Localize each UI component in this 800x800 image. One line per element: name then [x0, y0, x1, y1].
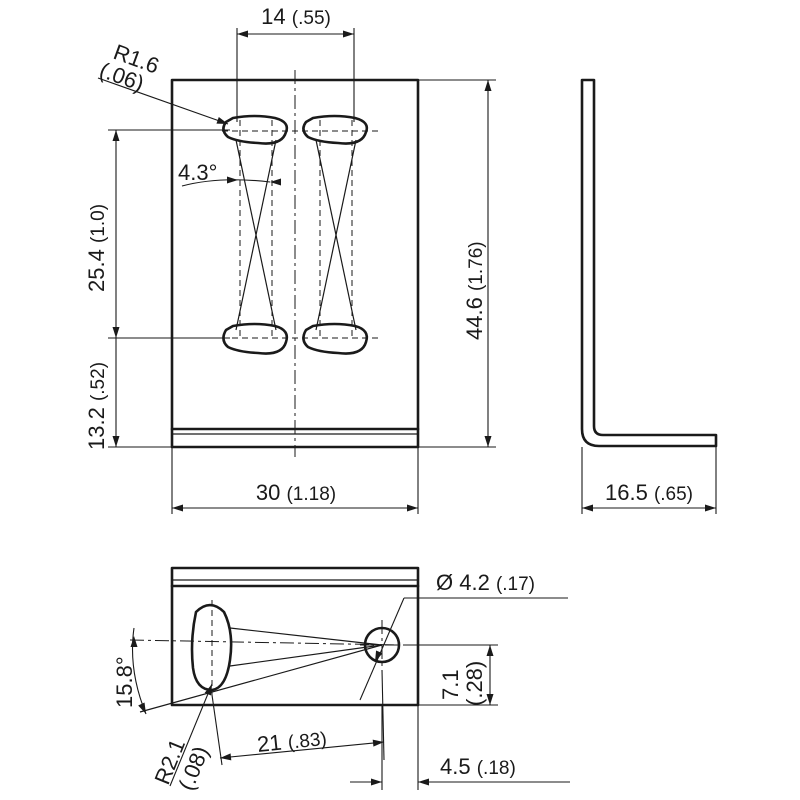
dim-height: 44.6 (1.76) — [418, 79, 496, 448]
slot-spacing-mm: 14 — [261, 4, 285, 29]
dim-hole-spacing: 25.4 (1.0) — [84, 129, 230, 339]
svg-text:(.28): (.28) — [462, 661, 487, 706]
side-view: 16.5 (.65) — [580, 78, 718, 514]
dim-bottom-slot-radius: R2.1 (.08) — [149, 682, 216, 794]
dim-width: 30 (1.18) — [171, 447, 419, 514]
side-profile-outline — [580, 78, 718, 448]
bottom-view: Ø 4.2 (.17) 7.1 (.28) 15.8° R2.1 (.08) — [112, 566, 570, 794]
svg-text:14 (.55): 14 (.55) — [261, 4, 331, 29]
front-view: 14 (.55) R1.6 (.06) 4.3° 25.4 (1.0) — [84, 4, 496, 514]
dim-slot-spacing: 14 (.55) — [236, 4, 355, 122]
svg-text:7.1: 7.1 — [438, 669, 463, 700]
dim-leg-length: 16.5 (.65) — [581, 447, 717, 514]
svg-text:25.4 (1.0): 25.4 (1.0) — [84, 204, 109, 292]
hole-offset-mm: 7.1 — [438, 669, 463, 700]
slot-top-left — [222, 114, 289, 145]
bottom-construction-lines — [129, 600, 404, 713]
svg-text:Ø 4.2 (.17): Ø 4.2 (.17) — [436, 570, 535, 595]
slot-top-right — [302, 114, 369, 145]
bottom-offset-mm: 13.2 — [84, 407, 109, 450]
leg-length-in: (.65) — [654, 484, 693, 505]
dim-hole-to-edge: 4.5 (.18) — [350, 705, 570, 790]
leg-length-mm: 16.5 — [605, 480, 648, 505]
svg-text:21 (.83): 21 (.83) — [256, 725, 328, 757]
bottom-offset-in: (.52) — [88, 362, 109, 401]
dim-slot-radius: R1.6 (.06) — [96, 39, 230, 128]
svg-text:30 (1.18): 30 (1.18) — [256, 480, 336, 505]
dim-bottom-slot-angle: 15.8° — [112, 627, 150, 716]
dim-slot-angle: 4.3° — [178, 160, 281, 187]
dim-hole-offset: 7.1 (.28) — [404, 644, 498, 706]
slot-to-hole-mm: 21 — [256, 730, 283, 757]
bottom-plate-outline — [170, 566, 420, 707]
hole-spacing-in: (1.0) — [88, 204, 109, 243]
dim-slot-to-hole: 21 (.83) — [211, 669, 385, 766]
hole-spacing-mm: 25.4 — [84, 249, 109, 292]
bottom-slot-angle-value: 15.8° — [112, 656, 137, 708]
slot-angle-value: 4.3° — [178, 160, 217, 185]
height-in: (1.76) — [466, 241, 487, 291]
width-mm: 30 — [256, 480, 280, 505]
svg-text:15.8°: 15.8° — [112, 656, 137, 708]
svg-text:16.5 (.65): 16.5 (.65) — [605, 480, 693, 505]
height-mm: 44.6 — [462, 297, 487, 340]
hole-to-edge-in: (.18) — [477, 758, 516, 779]
width-in: (1.18) — [286, 484, 336, 505]
slot-construction-lines — [222, 120, 378, 339]
hole-to-edge-mm: 4.5 — [440, 754, 471, 779]
slot-bottom-right — [302, 322, 369, 355]
svg-text:44.6 (1.76): 44.6 (1.76) — [462, 241, 487, 340]
dim-bottom-offset: 13.2 (.52) — [84, 338, 172, 450]
bottom-slot — [190, 603, 233, 692]
slot-bottom-left — [222, 322, 289, 355]
svg-text:13.2 (.52): 13.2 (.52) — [84, 362, 109, 450]
hole-diameter-mm: Ø 4.2 — [436, 570, 490, 595]
hole-diameter-in: (.17) — [496, 574, 535, 595]
svg-text:4.5 (.18): 4.5 (.18) — [440, 754, 516, 779]
hole-offset-in: (.28) — [462, 661, 487, 706]
slot-spacing-in: (.55) — [292, 8, 331, 29]
dim-hole-diameter: Ø 4.2 (.17) — [359, 570, 568, 701]
slot-to-hole-in: (.83) — [287, 729, 328, 754]
